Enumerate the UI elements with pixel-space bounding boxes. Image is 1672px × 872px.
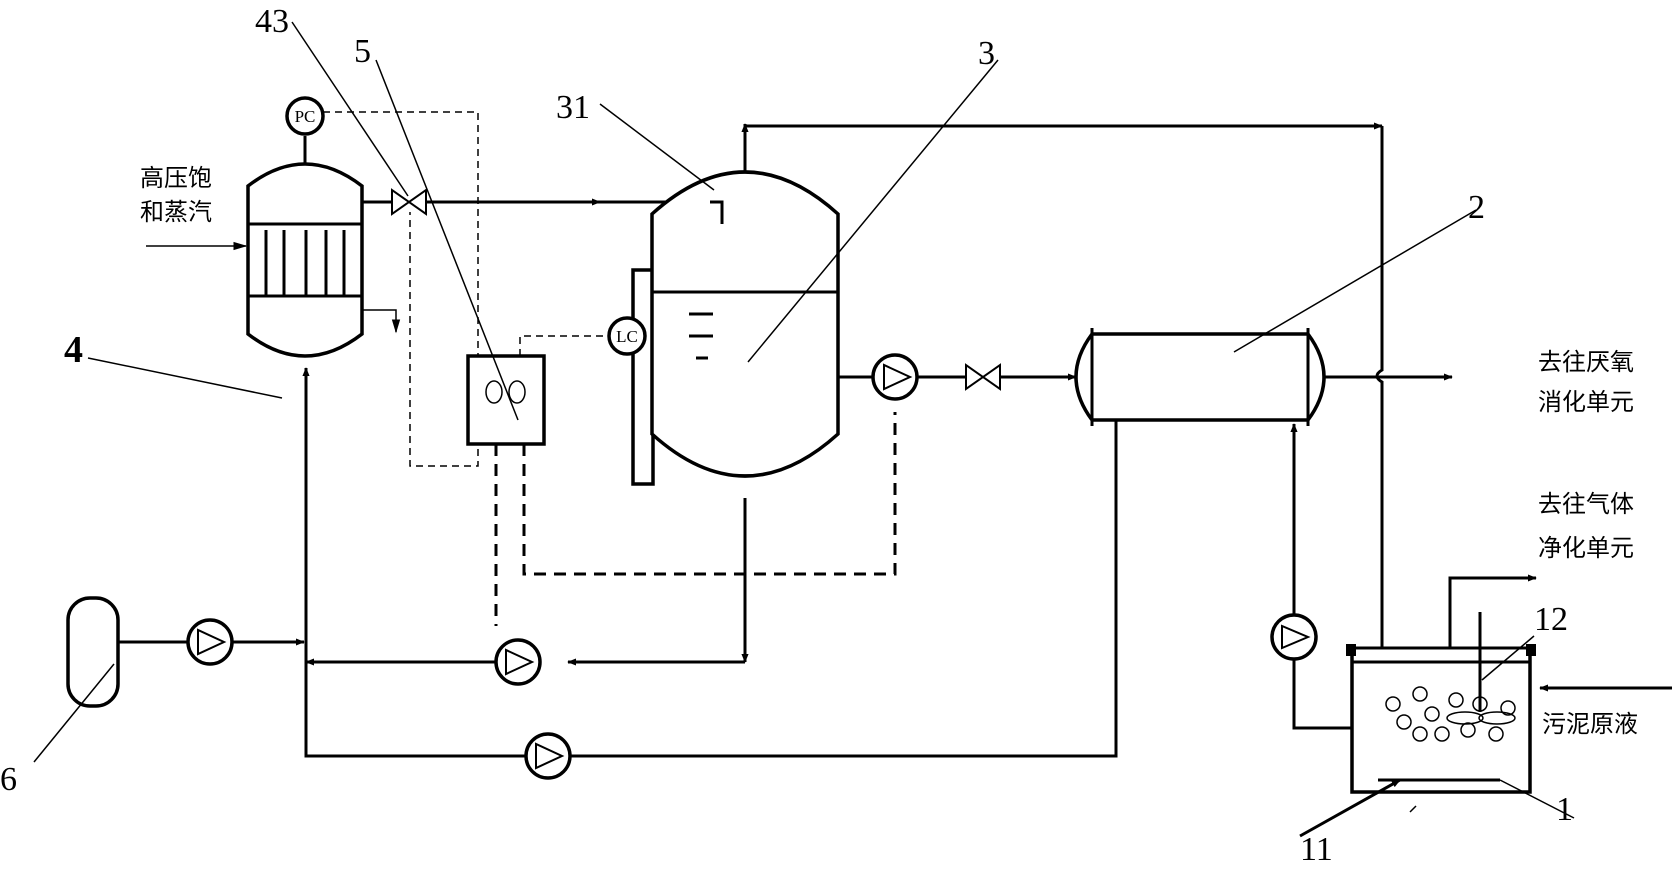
sludge-feed-label: 污泥原液 <box>1542 710 1638 738</box>
label-12: 12 <box>1534 601 1568 638</box>
sludge-tank-1 <box>1346 612 1536 794</box>
label-3: 3 <box>978 35 995 72</box>
controller-5 <box>466 354 546 446</box>
lc-label: LC <box>616 327 638 346</box>
control-signal-to-feed-pump <box>522 412 897 576</box>
gas-label-line2: 净化单元 <box>1538 534 1634 562</box>
pressure-controller: PC <box>285 96 325 164</box>
pc-signal-line <box>323 111 479 467</box>
gas-label-line1: 去往气体 <box>1538 490 1634 518</box>
valve-43 <box>391 188 427 216</box>
anaerobic-label-line2: 消化单元 <box>1538 388 1634 416</box>
label-2: 2 <box>1468 189 1485 226</box>
label-11: 11 <box>1300 831 1333 868</box>
transfer-line <box>838 353 1077 401</box>
steam-label-line2: 和蒸汽 <box>140 198 212 226</box>
to-gas-purification-line <box>1448 574 1537 648</box>
label-31: 31 <box>556 89 590 126</box>
level-controller: LC <box>607 316 647 356</box>
heat-exchanger-4 <box>246 162 364 358</box>
horizontal-exchanger-2 <box>1074 328 1326 426</box>
label-4: 4 <box>64 329 83 371</box>
label-1: 1 <box>1556 791 1573 828</box>
return-pump <box>524 732 572 780</box>
flash-tank-3 <box>631 170 840 486</box>
return-to-exchanger-line <box>304 672 526 758</box>
condensate-outlet-arrow <box>362 309 401 334</box>
additive-tank-6 <box>66 596 305 708</box>
bottom-recycle-pump <box>494 638 542 686</box>
gas-to-tank-line <box>1375 126 1384 512</box>
recycle-pump-line <box>1270 423 1352 730</box>
return-line <box>570 420 1118 758</box>
lc-signal-line <box>519 335 608 356</box>
leader-lines <box>33 21 1575 838</box>
label-6: 6 <box>0 761 17 798</box>
steam-label-line1: 高压饱 <box>140 164 212 192</box>
anaerobic-label-line1: 去往厌氧 <box>1538 348 1634 376</box>
label-5: 5 <box>354 33 371 70</box>
pc-label: PC <box>295 107 316 126</box>
gas-outlet-line <box>743 122 1383 172</box>
label-43: 43 <box>255 3 289 40</box>
